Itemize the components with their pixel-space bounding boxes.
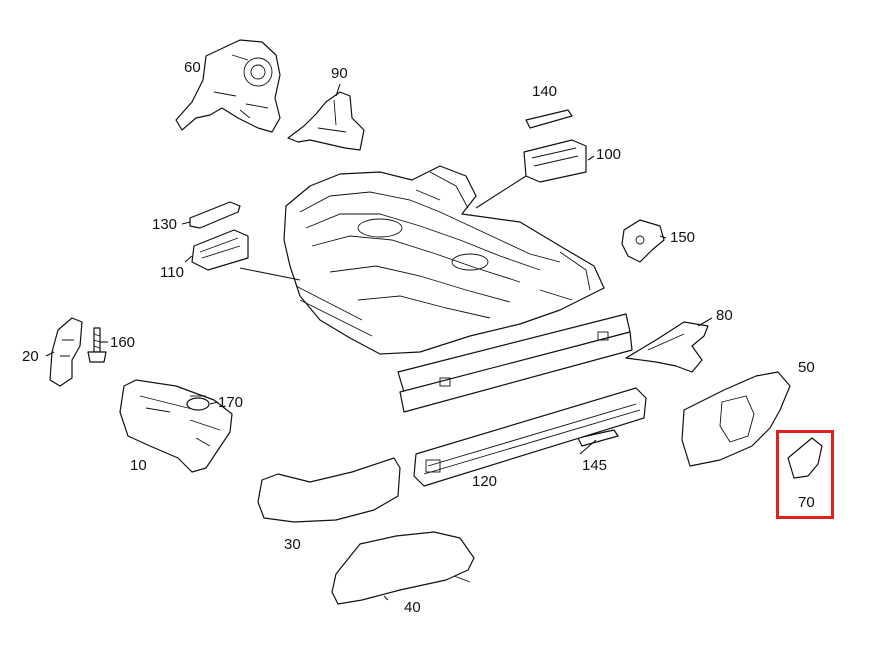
callout-70[interactable]: 70 — [798, 494, 815, 511]
callout-30[interactable]: 30 — [284, 536, 301, 553]
part-30-shape[interactable] — [257, 457, 401, 523]
callout-150[interactable]: 150 — [670, 229, 696, 246]
part-70-shape[interactable] — [787, 437, 823, 479]
callout-170[interactable]: 170 — [218, 394, 244, 411]
part-160-shape[interactable] — [87, 327, 107, 363]
part-170-shape[interactable] — [186, 395, 210, 411]
part-110-shape[interactable] — [191, 229, 249, 271]
seat-rail-assembly — [397, 313, 633, 413]
part-140-shape[interactable] — [525, 109, 573, 129]
part-50-shape[interactable] — [681, 371, 791, 467]
callout-60[interactable]: 60 — [184, 59, 201, 76]
highlight-box-part-70 — [776, 430, 834, 519]
seat-frame-assembly — [283, 165, 605, 355]
callout-10[interactable]: 10 — [130, 457, 147, 474]
callout-40[interactable]: 40 — [404, 599, 421, 616]
part-150-shape[interactable] — [621, 219, 665, 263]
part-145-shape[interactable] — [577, 429, 619, 447]
part-20-shape[interactable] — [49, 317, 83, 387]
callout-160[interactable]: 160 — [110, 334, 136, 351]
part-130-shape[interactable] — [189, 201, 241, 229]
callout-90[interactable]: 90 — [331, 65, 348, 82]
leader-lines — [45, 83, 713, 455]
part-120-shape[interactable] — [413, 387, 647, 487]
callout-130[interactable]: 130 — [152, 216, 178, 233]
callout-50[interactable]: 50 — [798, 359, 815, 376]
part-80-shape[interactable] — [625, 321, 709, 373]
callout-110[interactable]: 110 — [160, 264, 184, 281]
callout-80[interactable]: 80 — [716, 307, 733, 324]
callout-140[interactable]: 140 — [532, 83, 558, 100]
part-60-shape[interactable] — [175, 39, 281, 133]
callout-100[interactable]: 100 — [596, 146, 622, 163]
callout-145[interactable]: 145 — [582, 457, 608, 474]
part-40-shape[interactable] — [331, 531, 475, 605]
callout-120[interactable]: 120 — [472, 473, 498, 490]
part-100-shape[interactable] — [523, 139, 587, 183]
callout-20[interactable]: 20 — [22, 348, 39, 365]
part-90-shape[interactable] — [287, 91, 365, 151]
